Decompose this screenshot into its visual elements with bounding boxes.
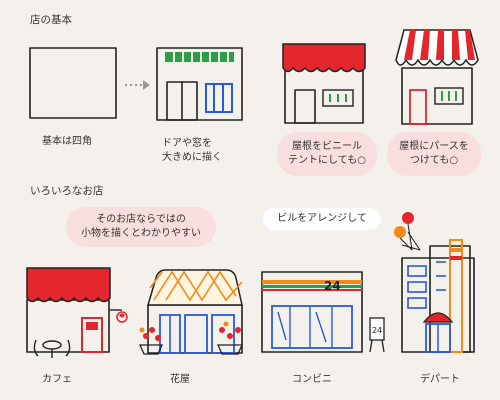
- bubble-items: そのお店ならではの 小物を描くとわかりやすい: [66, 207, 216, 247]
- shop-with-perspective-roof: [395, 29, 479, 125]
- section1-heading: 店の基本: [30, 14, 72, 26]
- shop-with-tent-roof: [282, 43, 366, 124]
- bubble-perspective: 屋根にパースを つけても○: [387, 132, 481, 176]
- label-convenience-store: コンビニ: [292, 374, 332, 385]
- bubble-vinyl-tent: 屋根をビニール テントにしても○: [277, 132, 377, 176]
- label-flower-shop: 花屋: [170, 374, 190, 385]
- label-cafe: カフェ: [42, 374, 72, 385]
- caption-basic: 基本は四角: [42, 136, 92, 147]
- caption-door-window: ドアや窓を 大きめに描く: [162, 138, 222, 163]
- convenience-store-illustration: 24 24: [261, 271, 385, 353]
- arrow-icon: [125, 80, 150, 90]
- label-department-store: デパート: [420, 374, 460, 385]
- cafe-illustration: [26, 267, 128, 358]
- section2-heading: いろいろなお店: [30, 185, 104, 197]
- shop-with-door-window: [156, 47, 243, 121]
- flower-shop-illustration: [138, 269, 244, 355]
- bubble-building: ビルをアレンジして: [263, 208, 381, 230]
- basic-square: [29, 47, 117, 119]
- department-store-illustration: [394, 212, 475, 353]
- convenience-sign-text: 24: [324, 279, 341, 293]
- standee-text: 24: [372, 326, 382, 335]
